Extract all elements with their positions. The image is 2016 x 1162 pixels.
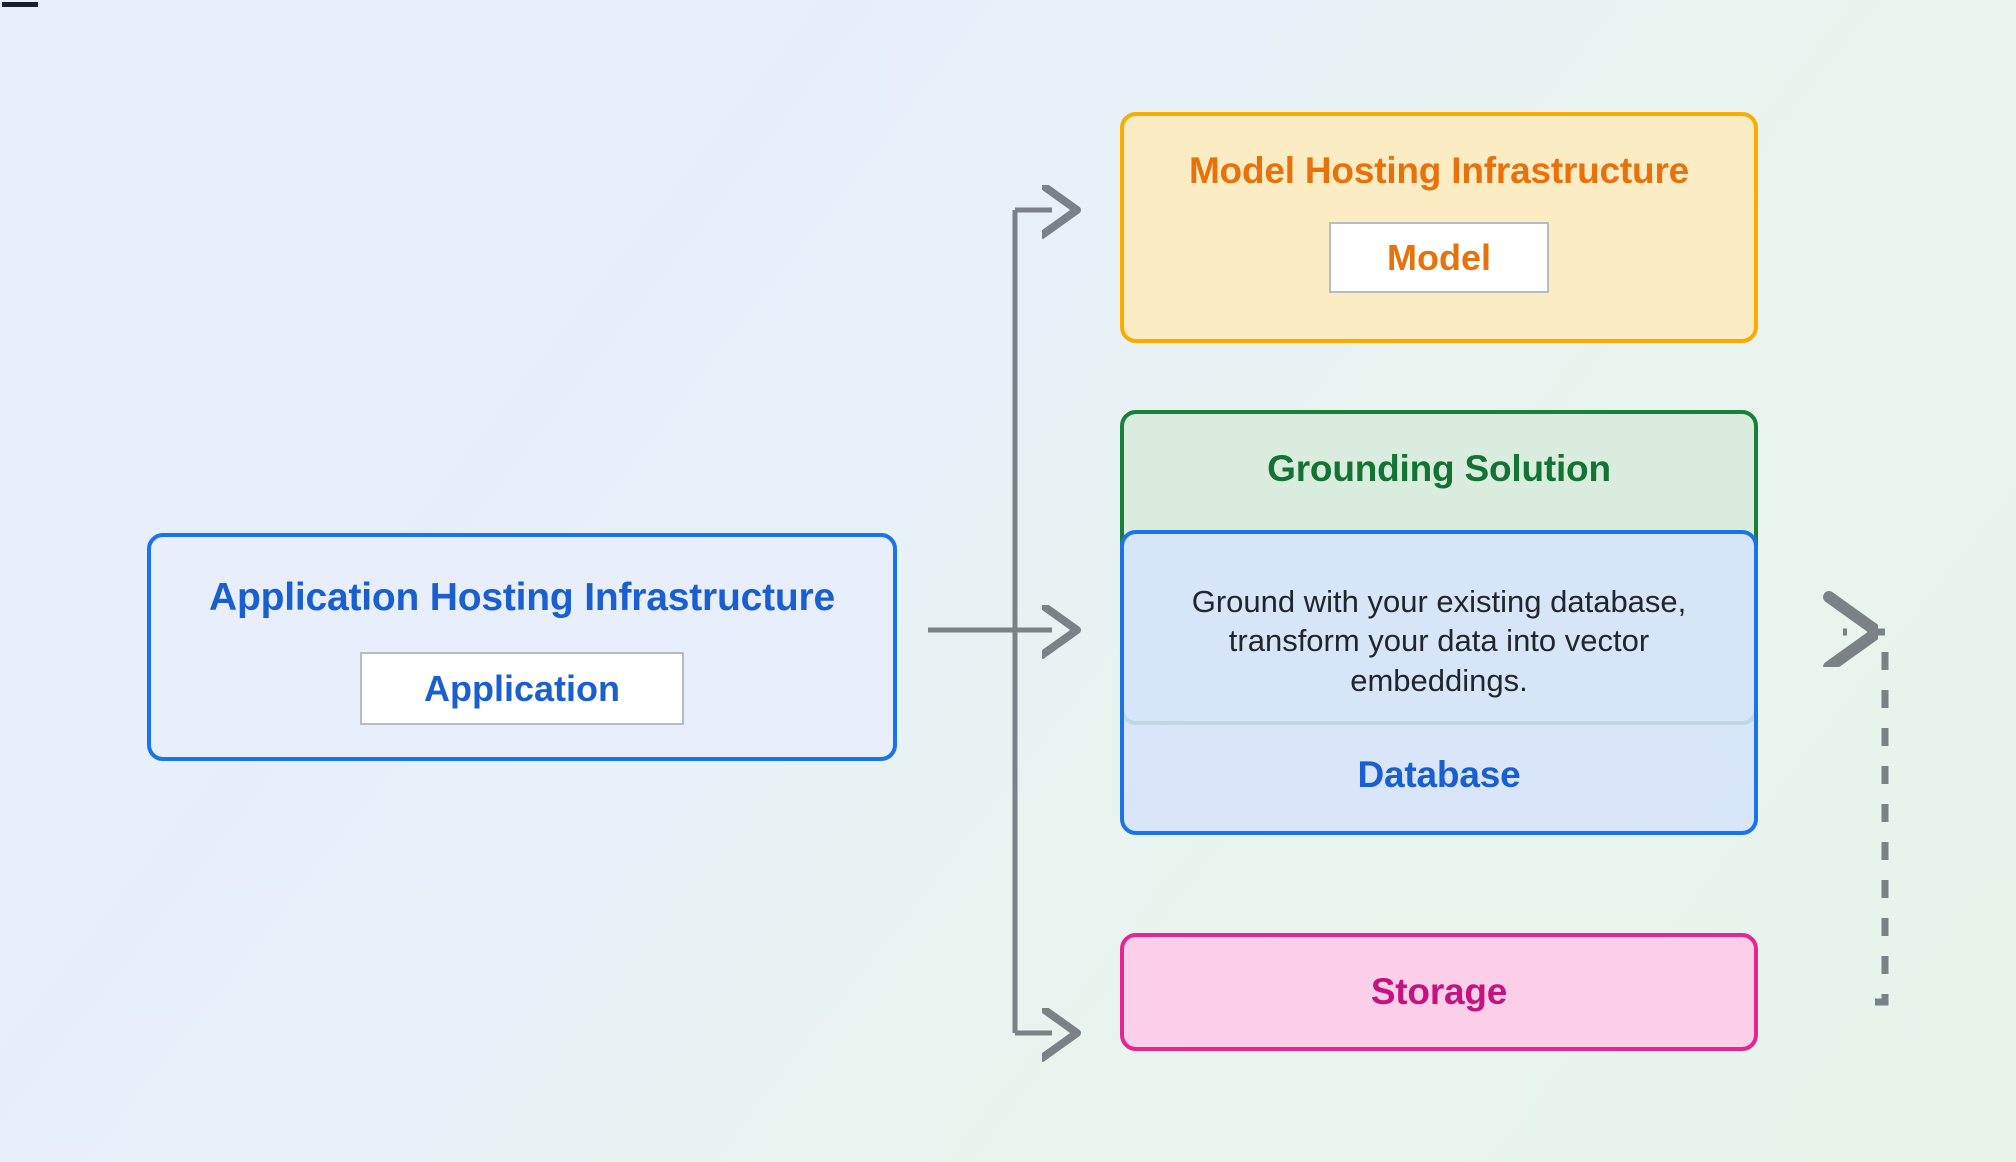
application-hosting-title: Application Hosting Infrastructure (209, 576, 835, 619)
node-database[interactable]: Database (1120, 530, 1758, 835)
chip-application[interactable]: Application (360, 652, 684, 725)
model-hosting-title: Model Hosting Infrastructure (1188, 150, 1690, 191)
capture-artifact-mark (2, 2, 38, 7)
grounding-solution-title: Grounding Solution (1267, 448, 1611, 489)
grounding-database-overlap-note: Ground with your existing database, tran… (1191, 583, 1687, 698)
storage-title: Storage (1370, 971, 1508, 1012)
connector-storage-to-grounding (1843, 632, 1889, 1006)
node-storage[interactable]: Storage (1120, 933, 1758, 1051)
chip-model[interactable]: Model (1329, 222, 1549, 293)
database-title: Database (1357, 754, 1521, 795)
node-application-hosting-infrastructure[interactable]: Application Hosting Infrastructure Appli… (147, 533, 897, 761)
node-model-hosting-infrastructure[interactable]: Model Hosting Infrastructure Model (1120, 112, 1758, 343)
